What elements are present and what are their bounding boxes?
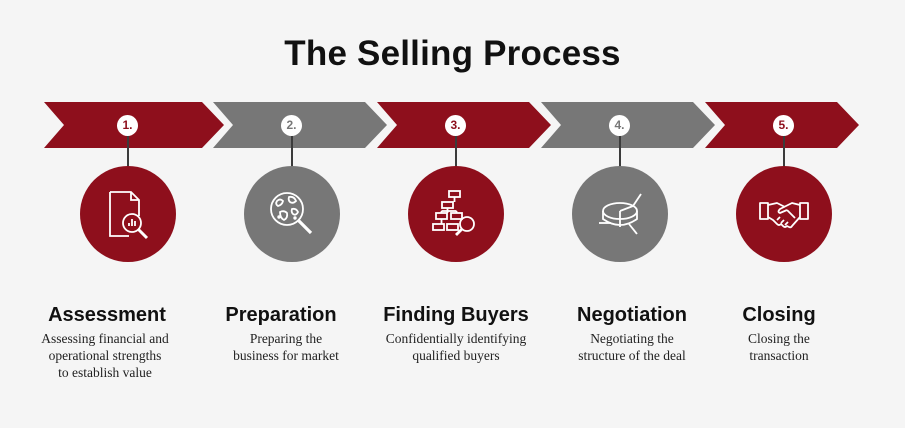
- step-4-icon-circle: [572, 166, 668, 262]
- step-2-description: Preparing the business for market: [191, 330, 381, 364]
- description-line: business for market: [233, 348, 339, 363]
- pie-chart-icon: [599, 193, 642, 235]
- description-line: qualified buyers: [412, 348, 500, 363]
- step-3-title: Finding Buyers: [383, 304, 529, 326]
- description-line: Preparing the: [249, 331, 323, 346]
- step-2-icon-circle: [244, 166, 340, 262]
- step-4-title: Negotiation: [577, 304, 687, 326]
- connector-line: [127, 136, 129, 167]
- description-line: operational strengths: [48, 348, 162, 363]
- step-1-number: 1.: [117, 115, 138, 136]
- description-line: Negotiating the: [590, 331, 674, 346]
- description-line: Assessing financial and: [41, 331, 169, 346]
- step-3-icon-circle: [408, 166, 504, 262]
- description-line: to establish value: [58, 365, 152, 380]
- step-4-number: 4.: [609, 115, 630, 136]
- step-5-description: Closing the transaction: [684, 330, 874, 364]
- step-2-title: Preparation: [225, 304, 337, 326]
- step-5-number: 5.: [773, 115, 794, 136]
- description-line: transaction: [749, 348, 809, 363]
- step-3-number: 3.: [445, 115, 466, 136]
- description-line: Closing the: [748, 331, 810, 346]
- step-5-icon-circle: [736, 166, 832, 262]
- org-chart-search-icon: [432, 190, 475, 236]
- step-1-description: Assessing financial and operational stre…: [10, 330, 200, 381]
- step-1-icon-circle: [80, 166, 176, 262]
- handshake-icon: [759, 202, 809, 229]
- step-3-description: Confidentially identifying qualified buy…: [361, 330, 551, 364]
- globe-magnifier-icon: [270, 192, 313, 235]
- connector-line: [619, 136, 621, 167]
- step-4-description: Negotiating the structure of the deal: [537, 330, 727, 364]
- connector-line: [291, 136, 293, 167]
- connector-line: [455, 136, 457, 167]
- description-line: structure of the deal: [578, 348, 686, 363]
- step-5-title: Closing: [742, 304, 816, 326]
- document-search-icon: [109, 191, 149, 240]
- description-line: Confidentially identifying: [385, 331, 527, 346]
- connector-line: [783, 136, 785, 167]
- step-1-title: Assessment: [48, 304, 166, 326]
- page-title: The Selling Process: [284, 34, 621, 73]
- step-2-number: 2.: [281, 115, 302, 136]
